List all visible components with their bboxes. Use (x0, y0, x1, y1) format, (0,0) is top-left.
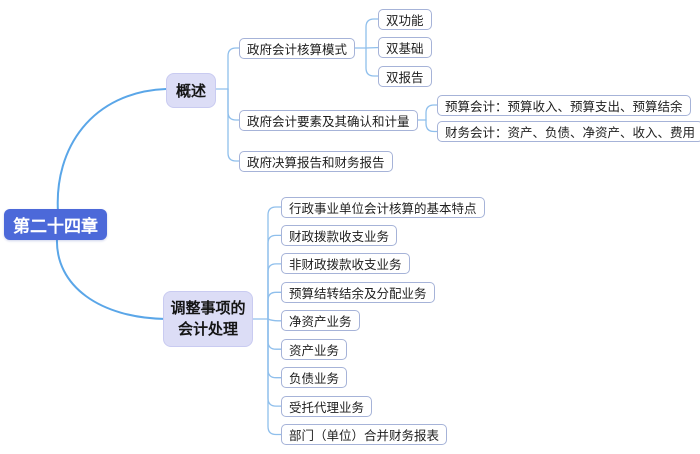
leaf-consolidated-statements[interactable]: 部门（单位）合并财务报表 (281, 424, 448, 445)
section-node-overview[interactable]: 概述 (166, 73, 217, 108)
leaf-liabilities[interactable]: 负债业务 (281, 367, 348, 389)
leaf-entrusted-agency[interactable]: 受托代理业务 (281, 395, 373, 417)
bracket-connectors (205, 18, 441, 436)
leaf-fiscal-appropriation[interactable]: 财政拨款收支业务 (281, 224, 398, 246)
leaf-financial-accounting[interactable]: 财务会计：资产、负债、净资产、收入、费用 (437, 121, 700, 142)
leaf-basic-features[interactable]: 行政事业单位会计核算的基本特点 (281, 196, 485, 218)
leaf-non-fiscal-appropriation[interactable]: 非财政拨款收支业务 (281, 253, 410, 275)
root-branch-curves (55, 88, 167, 320)
topic-accounting-elements[interactable]: 政府会计要素及其确认和计量 (239, 109, 418, 131)
topic-accounting-model[interactable]: 政府会计核算模式 (239, 37, 356, 59)
leaf-budget-accounting[interactable]: 预算会计：预算收入、预算支出、预算结余 (437, 94, 691, 116)
leaf-dual-function[interactable]: 双功能 (378, 8, 432, 30)
leaf-budget-carryover[interactable]: 预算结转结余及分配业务 (281, 281, 435, 303)
leaf-dual-report[interactable]: 双报告 (378, 65, 432, 87)
root-node-chapter[interactable]: 第二十四章 (4, 209, 107, 240)
section-label-line1: 调整事项的 (170, 300, 246, 317)
section-label-line2: 会计处理 (177, 321, 238, 338)
topic-final-accounts-report[interactable]: 政府决算报告和财务报告 (239, 150, 393, 172)
leaf-dual-basis[interactable]: 双基础 (378, 37, 432, 58)
section-node-adjustment-treatment[interactable]: 调整事项的 会计处理 (163, 291, 253, 347)
leaf-assets[interactable]: 资产业务 (281, 338, 348, 360)
leaf-net-assets[interactable]: 净资产业务 (281, 310, 360, 332)
